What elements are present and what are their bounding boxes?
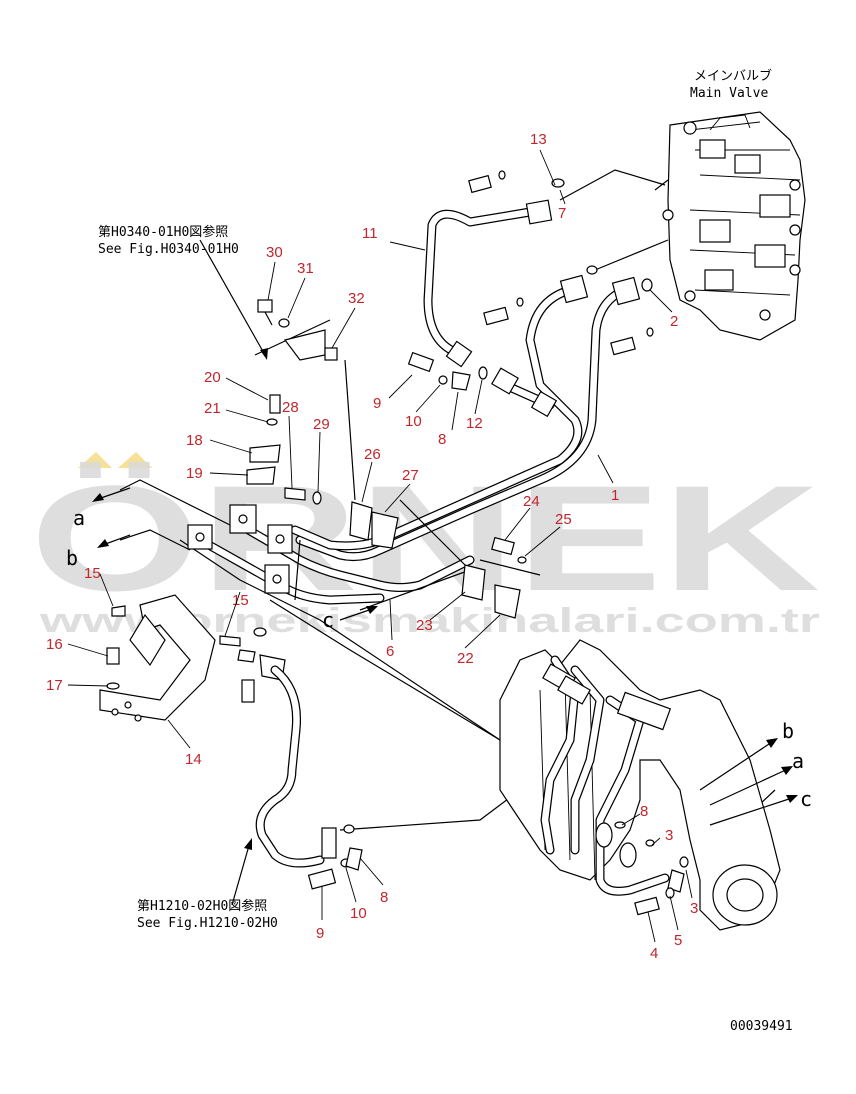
connection-letter-b-left: b [66, 546, 78, 570]
part-label-23: 23 [416, 617, 433, 634]
part-label-31: 31 [297, 260, 314, 277]
direction-arrows [92, 239, 798, 906]
part-label-2: 2 [670, 313, 678, 330]
part-label-3b: 3 [690, 900, 698, 917]
connection-letter-a-right: a [792, 749, 804, 773]
part-labels: 1 2 3 3 4 5 6 7 8 8 8 9 9 10 10 11 12 13… [46, 131, 698, 962]
watermark-accent-left [78, 452, 112, 468]
connection-letter-a-left: a [73, 506, 85, 530]
boom-assembly [499, 639, 781, 931]
part-label-12: 12 [466, 415, 483, 432]
part-label-8b: 8 [380, 889, 388, 906]
part-label-30: 30 [266, 244, 283, 261]
part-label-32: 32 [348, 290, 365, 307]
part-label-14: 14 [185, 751, 202, 768]
part-label-9b: 9 [316, 925, 324, 942]
part-label-21: 21 [204, 400, 221, 417]
part-label-3a: 3 [665, 827, 673, 844]
part-label-11: 11 [362, 225, 378, 242]
clamp-blocks [187, 504, 293, 594]
connection-letter-c-mid: c [322, 608, 334, 632]
ref-h1210-en: See Fig.H1210-02H0 [137, 916, 278, 931]
part-label-18: 18 [186, 432, 203, 449]
watermark-brand: ÖRNEK [30, 454, 820, 622]
watermark-accent-right [118, 452, 152, 468]
pipe-11 [423, 199, 553, 368]
part-label-1: 1 [611, 487, 619, 504]
ref-h0340-jp: 第H0340-01H0図参照 [98, 224, 228, 240]
pipe-lower-left [255, 665, 363, 890]
part-label-25: 25 [555, 511, 572, 528]
label-leaders [67, 149, 693, 943]
part-label-4: 4 [650, 945, 658, 962]
main-valve-label-jp: メインバルブ [694, 68, 772, 84]
part-label-13: 13 [530, 131, 547, 148]
pipe-1 [290, 274, 641, 562]
main-valve: メインバルブ Main Valve [662, 68, 806, 341]
part-label-27: 27 [402, 467, 419, 484]
part-label-17: 17 [46, 677, 63, 694]
bracket-14 [99, 594, 216, 722]
part-label-28: 28 [282, 399, 299, 416]
part-label-10b: 10 [350, 905, 367, 922]
part-label-15b: 15 [232, 592, 249, 609]
part-label-29: 29 [313, 416, 330, 433]
connection-letter-c-right: c [800, 787, 812, 811]
part-label-24: 24 [523, 493, 540, 510]
part-label-9a: 9 [373, 395, 381, 412]
part-label-7: 7 [558, 205, 566, 222]
ref-h1210-jp: 第H1210-02H0図参照 [137, 898, 267, 914]
part-label-22: 22 [457, 650, 474, 667]
part-label-15a: 15 [84, 565, 101, 582]
drawing-number: 00039491 [730, 1019, 793, 1034]
ref-h0340-en: See Fig.H0340-01H0 [98, 242, 239, 257]
part-label-8a: 8 [438, 431, 446, 448]
connection-letter-b-right: b [782, 719, 794, 743]
main-valve-label-en: Main Valve [690, 86, 768, 101]
part-label-10a: 10 [405, 413, 422, 430]
part-label-6: 6 [386, 643, 394, 660]
small-parts [106, 170, 654, 703]
part-label-19: 19 [186, 465, 203, 482]
part-label-8c: 8 [640, 803, 648, 820]
part-label-16: 16 [46, 636, 63, 653]
part-label-26: 26 [364, 446, 381, 463]
part-label-5: 5 [674, 932, 682, 949]
part-label-20: 20 [204, 369, 221, 386]
